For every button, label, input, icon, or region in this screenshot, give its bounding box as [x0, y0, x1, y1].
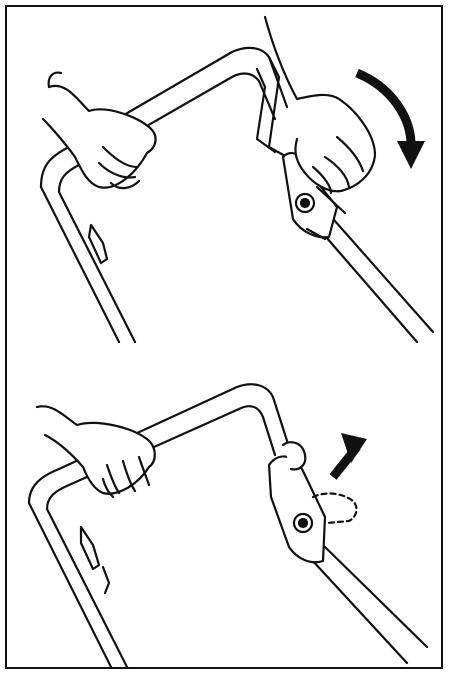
- handle-outer: [39, 46, 289, 189]
- left-hand: [35, 405, 156, 495]
- left-hand: [41, 84, 157, 189]
- handle-left-rail-outer: [39, 185, 121, 344]
- handle-left-rail-inner: [45, 507, 129, 669]
- handle-outer: [27, 383, 291, 505]
- right-hand: [263, 15, 377, 193]
- up-arrow-icon: [329, 433, 367, 480]
- handle-right-rail-outer: [323, 545, 429, 649]
- panel-step-2: [7, 347, 441, 671]
- handle-inner: [45, 405, 277, 511]
- ghost-hand: [311, 492, 358, 525]
- handle-right-rail-outer: [325, 210, 435, 334]
- handle-right-rail-inner: [309, 557, 409, 665]
- curved-arrow-icon: [355, 68, 425, 169]
- illustration-frame: [5, 5, 443, 669]
- cable-clip: [79, 525, 101, 571]
- handle-left-rail-outer: [27, 501, 113, 669]
- panel-step-1: [7, 7, 441, 347]
- cable-clip: [87, 223, 109, 265]
- handle-inner: [57, 72, 277, 194]
- lever-bracket: [267, 455, 327, 564]
- handle-left-rail-inner: [57, 190, 137, 344]
- handle-right-rail-inner: [311, 220, 419, 344]
